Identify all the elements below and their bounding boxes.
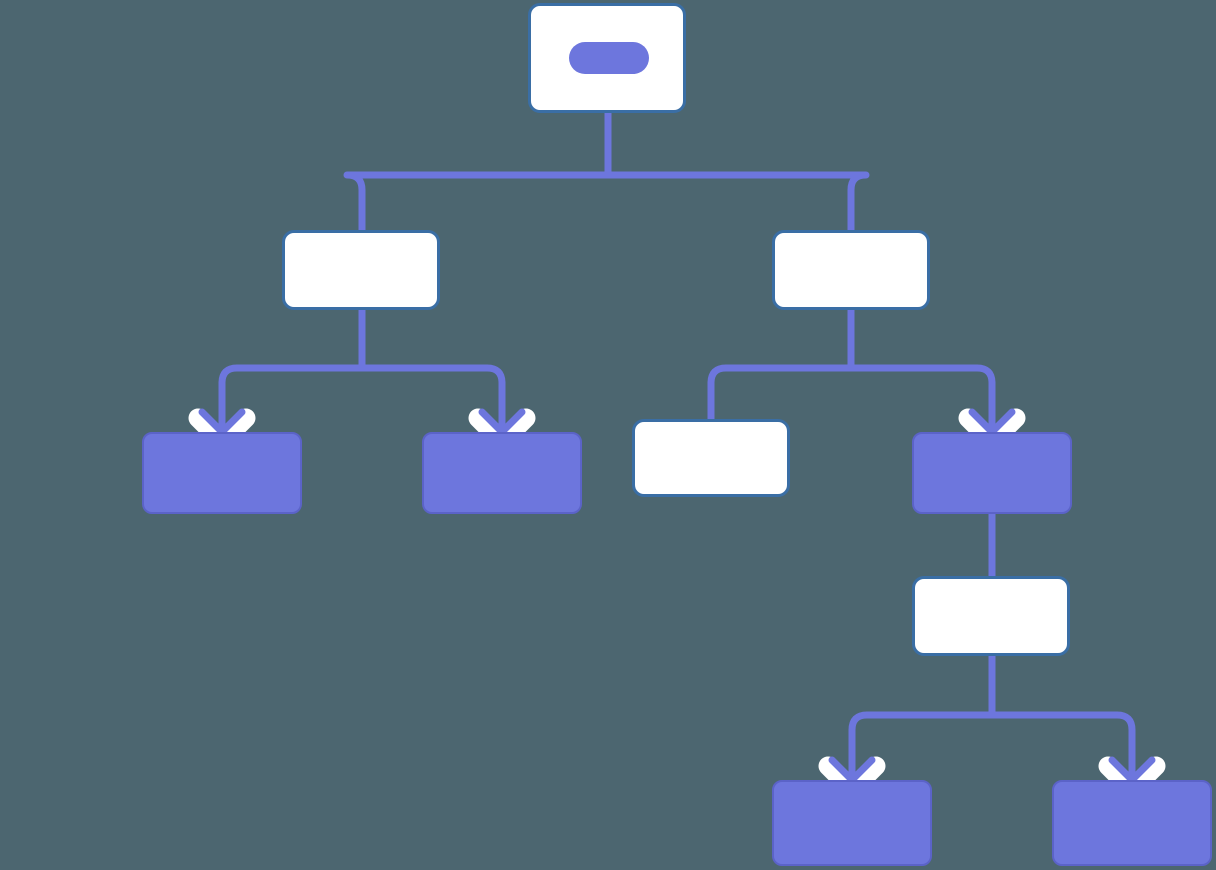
- edge-branch-right-to-empty: [707, 364, 851, 419]
- edge-sub-branch-to-leaf-4: [848, 711, 992, 780]
- node-leaf-1[interactable]: [142, 432, 302, 514]
- edge-branch-right-to-leaf-3: [851, 364, 996, 432]
- node-leaf-2[interactable]: [422, 432, 582, 514]
- node-branch-left[interactable]: [282, 230, 440, 310]
- edge-root-to-branch-right: [608, 171, 870, 230]
- node-root[interactable]: [528, 3, 686, 113]
- node-leaf-4[interactable]: [772, 780, 932, 866]
- node-sub-branch[interactable]: [912, 576, 1070, 656]
- edge-branch-left-to-leaf-1: [218, 364, 362, 432]
- edge-sub-branch-to-leaf-5: [992, 711, 1136, 780]
- edge-root-to-branch-left: [343, 171, 608, 230]
- edge-branch-left-to-leaf-2: [362, 364, 506, 432]
- node-leaf-3[interactable]: [912, 432, 1072, 514]
- root-pill-shape: [569, 42, 649, 74]
- node-empty[interactable]: [632, 419, 790, 497]
- node-branch-right[interactable]: [772, 230, 930, 310]
- node-leaf-5[interactable]: [1052, 780, 1212, 866]
